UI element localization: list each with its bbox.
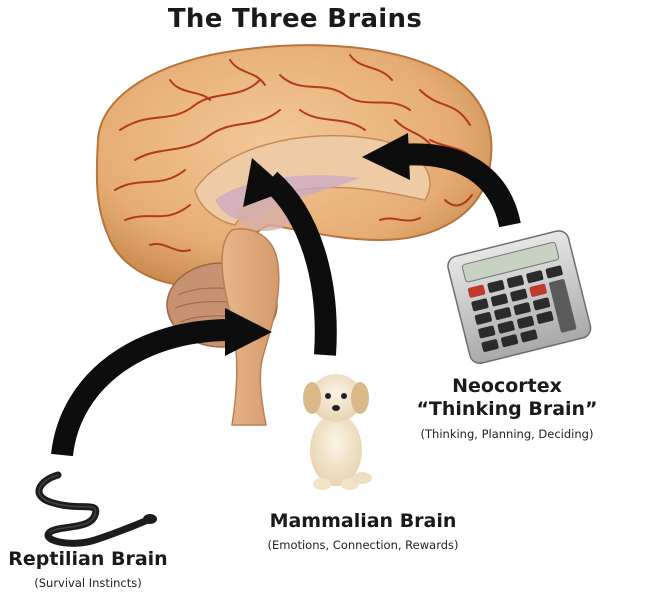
neocortex-functions: (Thinking, Planning, Deciding) <box>420 427 594 441</box>
diagram-title: The Three Brains <box>167 4 423 34</box>
calculator-image <box>447 230 592 365</box>
arrowhead-neocortex <box>362 133 410 180</box>
puppy-image <box>303 374 372 490</box>
arrowhead-mammalian <box>243 158 288 207</box>
mammalian-label-block: Mammalian Brain (Emotions, Connection, R… <box>228 510 498 552</box>
mammalian-functions: (Emotions, Connection, Rewards) <box>267 538 459 552</box>
reptilian-name: Reptilian Brain <box>8 548 168 570</box>
brain-illustration <box>95 44 493 426</box>
mammalian-name: Mammalian Brain <box>269 510 457 532</box>
neocortex-subtitle: “Thinking Brain” <box>416 398 598 420</box>
neocortex-name: Neocortex <box>452 375 562 397</box>
arrow-reptilian <box>51 319 231 457</box>
neocortex-label-block: Neocortex “Thinking Brain” (Thinking, Pl… <box>392 375 622 441</box>
vessel-lines <box>114 54 479 253</box>
reptilian-functions: (Survival Instincts) <box>34 576 142 590</box>
arrow-neocortex <box>399 143 521 228</box>
arrow-mammalian <box>262 171 337 356</box>
arrow-heads <box>225 133 410 356</box>
limbic-region <box>237 199 293 231</box>
arrows <box>51 143 521 457</box>
snake-image <box>35 471 157 547</box>
reptilian-label-block: Reptilian Brain (Survival Instincts) <box>0 548 176 590</box>
arrowhead-reptilian <box>225 308 272 356</box>
